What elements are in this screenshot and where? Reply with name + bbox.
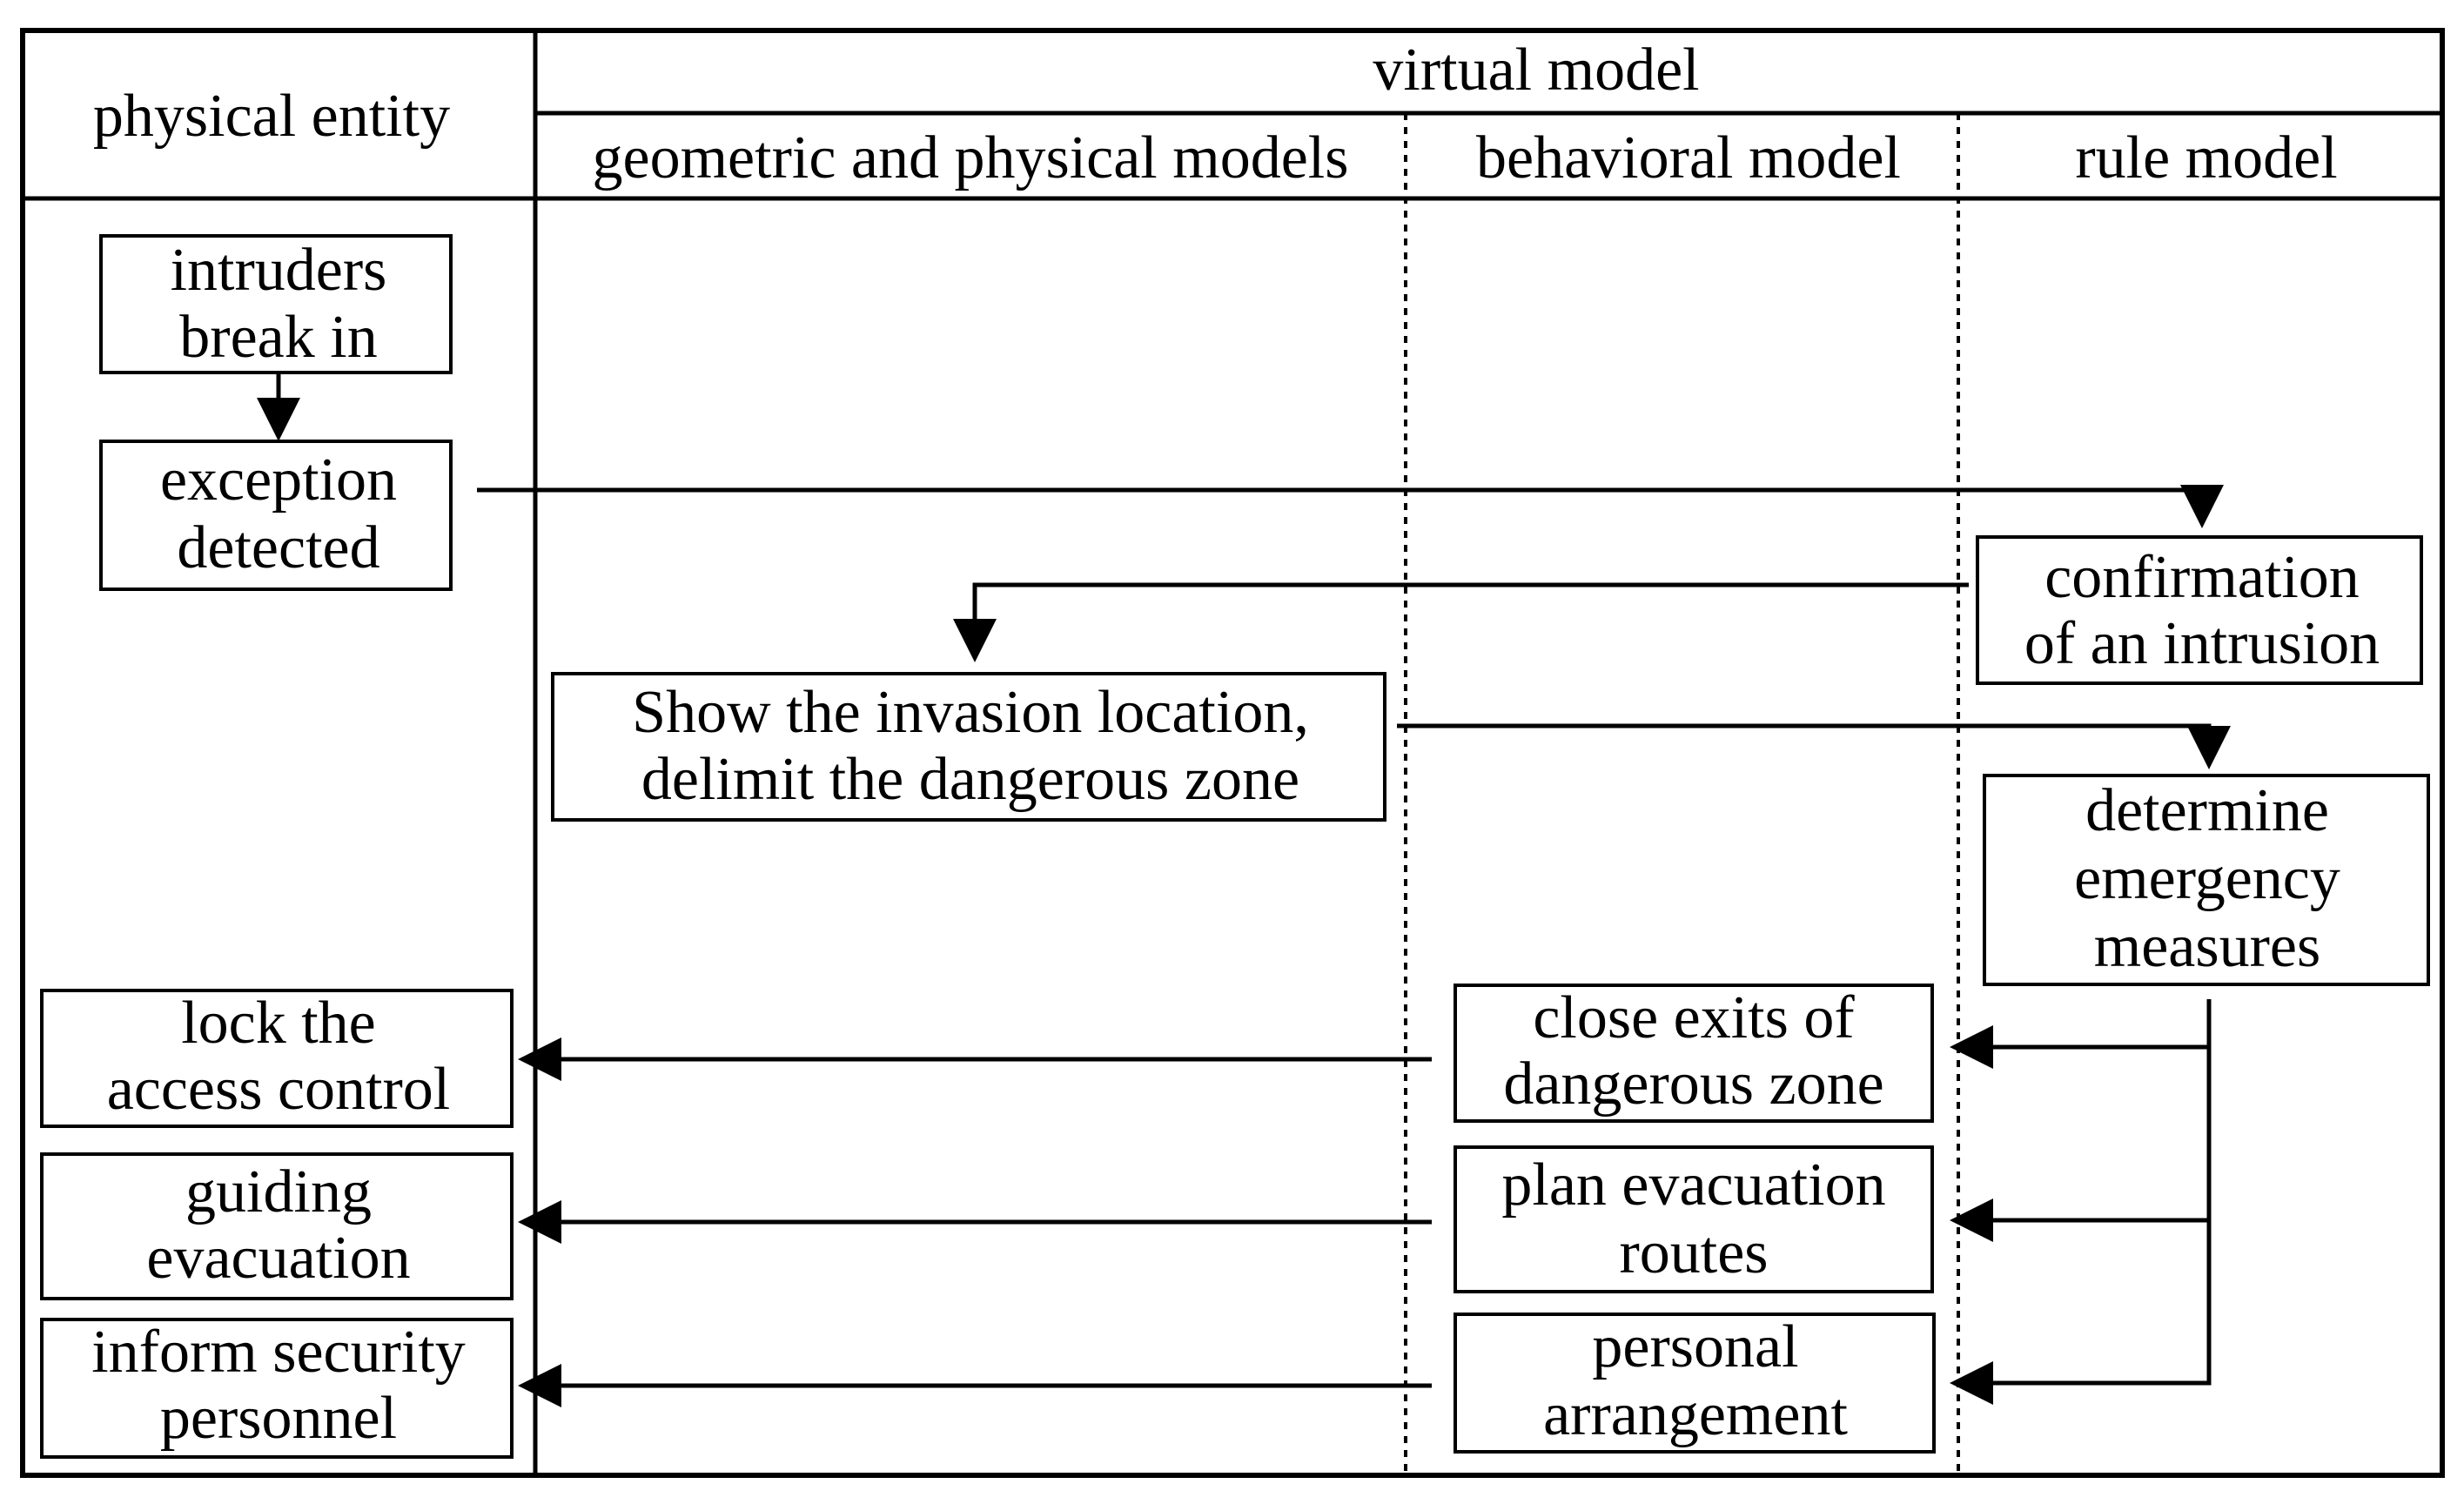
svg-text:Show the invasion location,: Show the invasion location, bbox=[632, 679, 1309, 746]
box-personal: personal arrangement bbox=[1454, 1313, 1936, 1454]
svg-text:intruders: intruders bbox=[171, 237, 387, 304]
box-intruders: intruders break in bbox=[99, 234, 453, 374]
header-physical-entity: physical entity bbox=[93, 83, 450, 150]
svg-text:confirmation: confirmation bbox=[2044, 544, 2360, 611]
svg-text:of an intrusion: of an intrusion bbox=[2024, 610, 2380, 677]
svg-text:lock the: lock the bbox=[181, 990, 376, 1057]
arrow-show-location-to-emergency bbox=[1397, 723, 2231, 769]
header-virtual-model: virtual model bbox=[1373, 37, 1699, 104]
header-behavioral: behavioral model bbox=[1476, 124, 1901, 191]
svg-text:emergency: emergency bbox=[2074, 845, 2340, 912]
box-emergency: determine emergency measures bbox=[1983, 774, 2430, 986]
header-geometric-physical: geometric and physical models bbox=[593, 124, 1349, 191]
svg-text:determine: determine bbox=[2085, 777, 2329, 844]
header-rule: rule model bbox=[2075, 124, 2337, 191]
svg-text:detected: detected bbox=[177, 514, 379, 581]
svg-text:dangerous zone: dangerous zone bbox=[1503, 1051, 1883, 1118]
box-inform: inform security personnel bbox=[40, 1318, 514, 1459]
svg-text:evacuation: evacuation bbox=[146, 1225, 410, 1292]
svg-text:inform security: inform security bbox=[91, 1319, 466, 1386]
box-confirmation: confirmation of an intrusion bbox=[1976, 535, 2423, 685]
arrow-exception-to-confirmation bbox=[477, 485, 2224, 528]
svg-text:break in: break in bbox=[179, 304, 377, 371]
connectors bbox=[257, 373, 2231, 1407]
box-exception: exception detected bbox=[99, 440, 453, 591]
emergency-branch-trunk bbox=[1958, 999, 2212, 1386]
lane-dividers bbox=[1404, 113, 1960, 1475]
box-show-location: Show the invasion location, delimit the … bbox=[551, 672, 1386, 822]
box-guiding: guiding evacuation bbox=[40, 1152, 514, 1300]
svg-text:close exits of: close exits of bbox=[1533, 984, 1855, 1051]
svg-text:personnel: personnel bbox=[160, 1385, 397, 1452]
svg-text:access control: access control bbox=[107, 1056, 451, 1123]
svg-text:plan evacuation: plan evacuation bbox=[1501, 1152, 1885, 1219]
arrow-confirmation-to-show-location bbox=[953, 582, 1969, 662]
svg-text:delimit the dangerous zone: delimit the dangerous zone bbox=[641, 746, 1299, 813]
box-plan-routes: plan evacuation routes bbox=[1454, 1145, 1934, 1293]
box-lock-access: lock the access control bbox=[40, 989, 514, 1128]
box-close-exits: close exits of dangerous zone bbox=[1454, 984, 1934, 1123]
svg-text:guiding: guiding bbox=[185, 1158, 372, 1225]
svg-text:measures: measures bbox=[2094, 913, 2320, 980]
svg-text:arrangement: arrangement bbox=[1543, 1381, 1848, 1448]
svg-text:routes: routes bbox=[1619, 1219, 1768, 1286]
svg-text:exception: exception bbox=[160, 446, 397, 514]
svg-text:personal: personal bbox=[1592, 1313, 1798, 1380]
